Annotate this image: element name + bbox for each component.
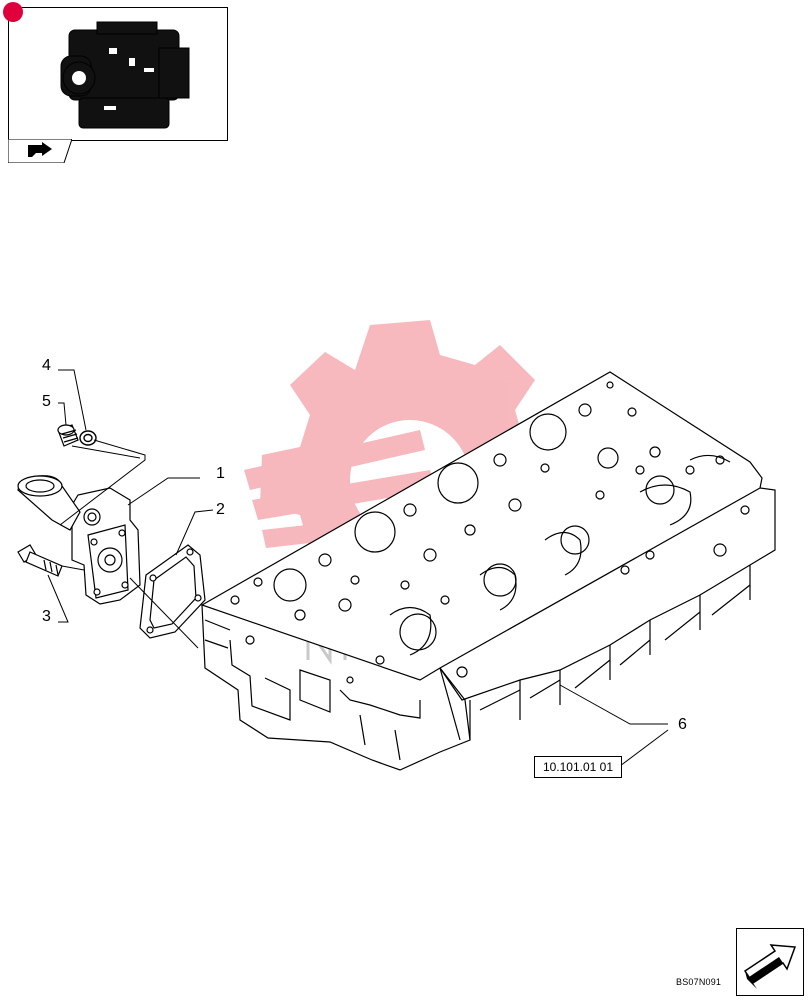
back-tab[interactable] <box>7 138 73 164</box>
callout-4: 4 <box>42 357 51 374</box>
callout-1: 1 <box>216 465 225 482</box>
document-code: BS07N091 <box>676 977 722 987</box>
seal-ring[interactable] <box>79 430 97 446</box>
callout-5: 5 <box>42 393 51 410</box>
engine-thumbnail[interactable] <box>3 2 228 141</box>
callout-6: 6 <box>678 716 687 733</box>
leader-lines <box>47 369 669 767</box>
accent-dot <box>3 2 23 22</box>
callout-2: 2 <box>216 501 225 518</box>
cylinder-head[interactable] <box>200 371 776 771</box>
thermostat-housing[interactable] <box>17 475 141 605</box>
engine-thumbnail-icon <box>60 21 190 129</box>
gasket[interactable] <box>139 544 206 639</box>
assembly-guide-lines <box>59 439 199 649</box>
plug[interactable] <box>57 424 79 447</box>
next-page-arrow-icon <box>743 944 797 989</box>
bolt[interactable] <box>17 544 63 577</box>
callout-3: 3 <box>42 608 51 625</box>
next-page-button[interactable] <box>736 928 804 996</box>
reference-box[interactable]: 10.101.01 01 <box>534 756 622 778</box>
